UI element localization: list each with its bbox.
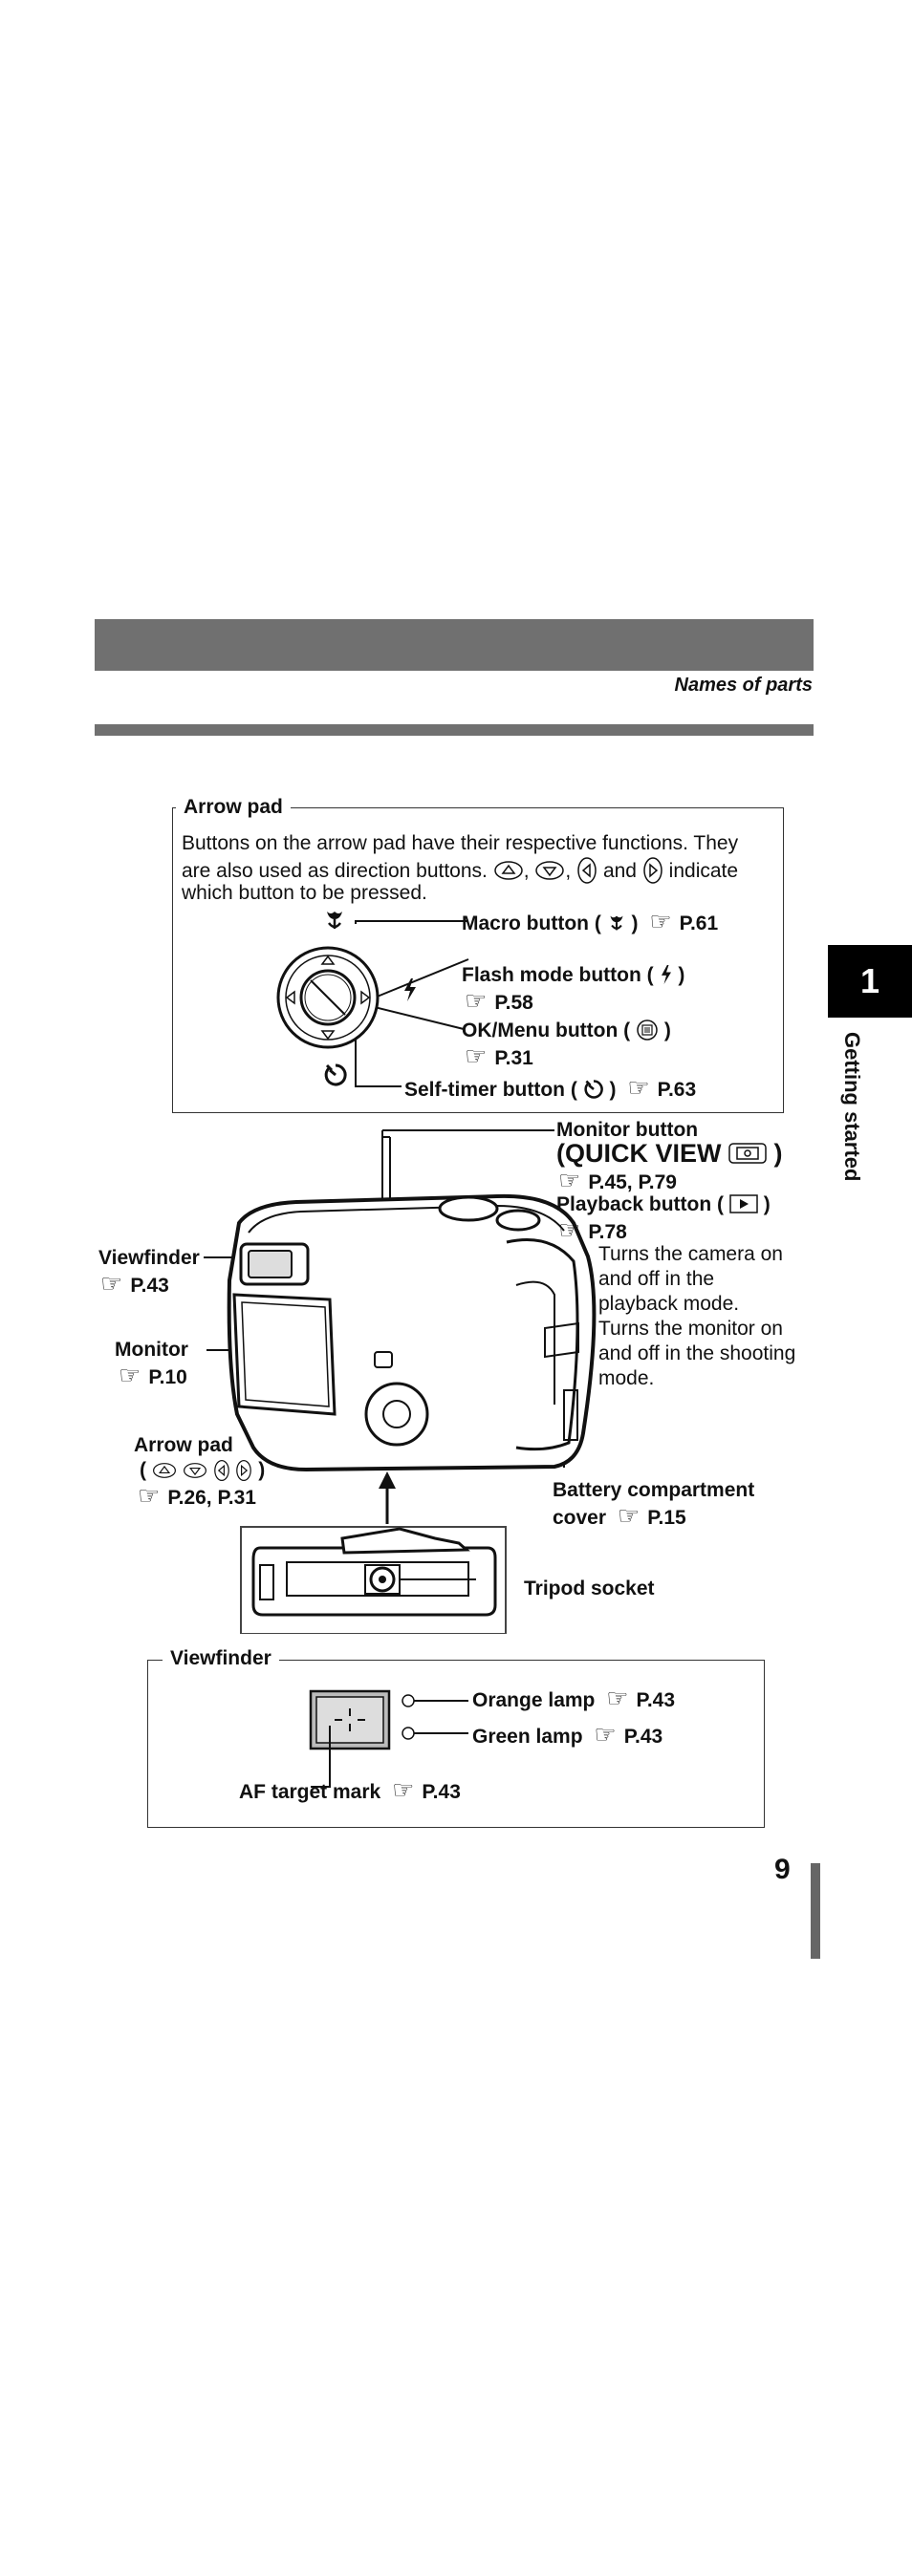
ok-menu-page-ref: P.31 bbox=[465, 1043, 533, 1071]
playback-desc-4: Turns the monitor on bbox=[598, 1318, 783, 1340]
up-arrow-button-icon bbox=[493, 861, 523, 880]
macro-button-label: Macro button ( ) P.61 bbox=[462, 909, 718, 936]
playback-desc-6: mode. bbox=[598, 1367, 655, 1389]
playback-desc-3: playback mode. bbox=[598, 1293, 740, 1315]
orange-lamp-label: Orange lamp P.43 bbox=[472, 1685, 675, 1713]
ok-menu-icon bbox=[637, 1020, 658, 1041]
macro-icon bbox=[327, 912, 342, 929]
down-arrow-button-icon bbox=[535, 861, 565, 880]
green-lamp-label: Green lamp P.43 bbox=[472, 1722, 662, 1750]
battery-page-ref: P.15 bbox=[618, 1507, 686, 1529]
ok-menu-button-label: OK/Menu button ( ) bbox=[462, 1020, 671, 1041]
macro-page-ref: P.61 bbox=[649, 912, 718, 934]
left-arrow-button-icon bbox=[577, 857, 597, 884]
page-number-bar bbox=[811, 1863, 820, 1959]
playback-desc-5: and off in the shooting bbox=[598, 1342, 796, 1364]
right-arrow-button-icon bbox=[643, 857, 662, 884]
arrow-pad-desc-line3: which button to be pressed. bbox=[182, 882, 427, 904]
battery-cover-label: Battery compartment bbox=[553, 1479, 755, 1501]
playback-icon bbox=[729, 1194, 758, 1213]
arrow-pad-desc-line1: Buttons on the arrow pad have their resp… bbox=[182, 832, 739, 854]
arrow-pad-desc-line2: are also used as direction buttons. , , … bbox=[182, 856, 738, 885]
playback-desc-2: and off in the bbox=[598, 1268, 715, 1290]
down-arrow-button-icon bbox=[183, 1463, 206, 1478]
viewfinder-diagram bbox=[309, 1689, 468, 1788]
header-rule bbox=[95, 724, 814, 736]
quick-view-label: (QUICK VIEW ) bbox=[556, 1139, 783, 1168]
monitor-page-ref: P.10 bbox=[119, 1363, 187, 1390]
chapter-number-tab: 1 bbox=[828, 945, 912, 1018]
quick-view-icon bbox=[728, 1143, 767, 1164]
chapter-label-text: Getting started bbox=[840, 1032, 864, 1182]
arrow-pad-box-title: Arrow pad bbox=[176, 796, 291, 819]
flash-icon bbox=[661, 965, 671, 984]
playback-button-label: Playback button ( ) bbox=[556, 1193, 771, 1215]
playback-desc-1: Turns the camera on bbox=[598, 1243, 783, 1265]
self-timer-button-label: Self-timer button ( ) P.63 bbox=[404, 1075, 696, 1103]
self-timer-icon bbox=[324, 1063, 347, 1086]
viewfinder-page-ref: P.43 bbox=[100, 1271, 169, 1299]
green-lamp-page-ref: P.43 bbox=[594, 1726, 662, 1748]
flash-page-ref: P.58 bbox=[465, 988, 533, 1016]
playback-page-ref: P.78 bbox=[558, 1217, 627, 1245]
arrow-pad-page-ref: P.26, P.31 bbox=[138, 1483, 256, 1511]
left-arrow-button-icon bbox=[213, 1460, 229, 1481]
af-target-label: AF target mark P.43 bbox=[239, 1777, 461, 1805]
flash-button-label: Flash mode button ( ) bbox=[462, 964, 685, 986]
section-title: Names of parts bbox=[674, 675, 814, 696]
tripod-socket-label: Tripod socket bbox=[524, 1578, 655, 1599]
macro-icon bbox=[610, 915, 623, 931]
arrow-pad-box bbox=[172, 807, 784, 1113]
af-target-page-ref: P.43 bbox=[392, 1781, 461, 1803]
arrow-pad-diagram bbox=[276, 920, 469, 1087]
arrow-pad-label: Arrow pad bbox=[134, 1434, 233, 1456]
page-number: 9 bbox=[774, 1854, 791, 1885]
viewfinder-label: Viewfinder bbox=[98, 1247, 200, 1269]
header-bar bbox=[95, 619, 814, 671]
orange-lamp-page-ref: P.43 bbox=[606, 1689, 675, 1711]
self-timer-page-ref: P.63 bbox=[627, 1079, 696, 1101]
monitor-label: Monitor bbox=[115, 1339, 188, 1361]
monitor-button-page-ref: P.45, P.79 bbox=[558, 1168, 677, 1195]
up-arrow-button-icon bbox=[152, 1463, 176, 1478]
viewfinder-box-title: Viewfinder bbox=[163, 1647, 279, 1670]
viewfinder-box bbox=[147, 1660, 765, 1828]
chapter-label: Getting started bbox=[830, 1032, 868, 1213]
arrow-pad-buttons: ( ) bbox=[140, 1459, 266, 1481]
camera-illustration bbox=[204, 1129, 597, 1634]
battery-cover-label-2: cover P.15 bbox=[553, 1503, 686, 1531]
monitor-button-label: Monitor button bbox=[556, 1119, 699, 1141]
right-arrow-button-icon bbox=[236, 1460, 252, 1481]
flash-icon bbox=[404, 978, 416, 1001]
self-timer-icon bbox=[584, 1080, 603, 1099]
